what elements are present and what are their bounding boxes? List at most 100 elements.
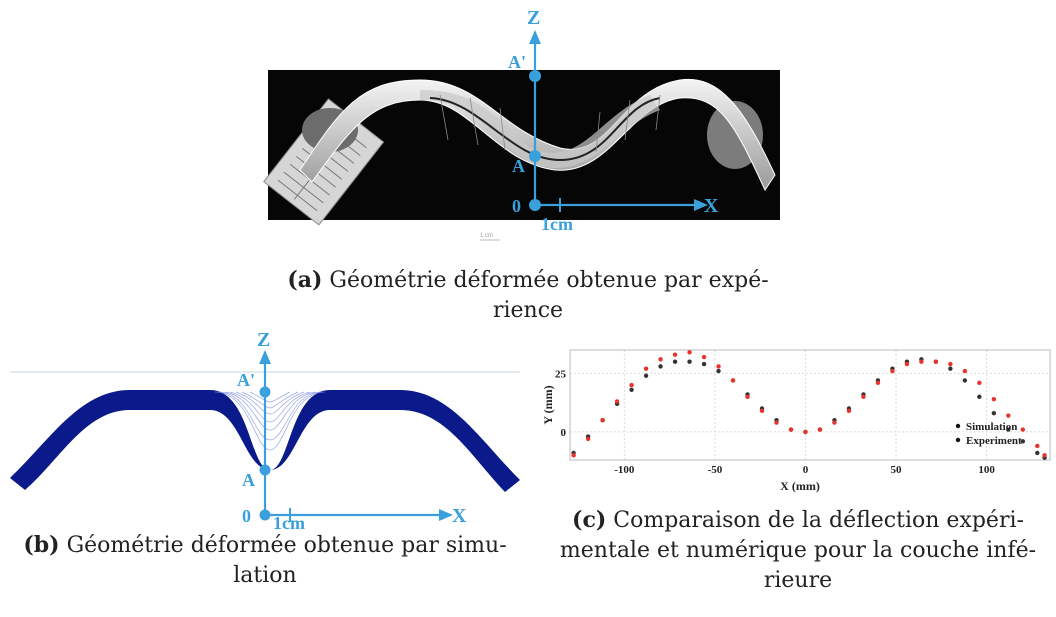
point-a-marker (529, 150, 541, 162)
x-label-b: X (452, 505, 467, 527)
figure-b-simulation: Z X A' A 0 1cm (10, 329, 520, 533)
legend-label: Experiment (966, 435, 1022, 447)
legend-label: Simulation (966, 421, 1017, 433)
data-point (977, 380, 982, 385)
data-point (701, 354, 707, 360)
data-point (730, 378, 736, 383)
legend-marker (955, 437, 961, 443)
y-tick-label: 0 (561, 427, 567, 439)
x-arrow-a (694, 199, 708, 211)
data-point (919, 359, 924, 364)
data-point (658, 357, 663, 362)
data-point (933, 359, 939, 364)
data-point (672, 359, 678, 364)
data-point (1035, 450, 1040, 456)
data-point (1020, 439, 1026, 444)
data-point (1035, 443, 1040, 449)
legend-marker (955, 423, 961, 429)
data-point (774, 420, 779, 425)
origin-label: 0 (512, 196, 521, 216)
caption-c-tag: (c) (572, 507, 607, 533)
data-point (846, 408, 852, 414)
caption-c-line1: Comparaison de la déflection expéri- (613, 508, 1024, 533)
data-point (716, 368, 721, 374)
plot-frame (569, 349, 1051, 461)
point-a-label-b: A (242, 470, 255, 490)
data-point (875, 380, 881, 385)
caption-c: (c) Comparaison de la déflection expéri-… (540, 505, 1056, 596)
point-a-label: A (512, 156, 525, 176)
x-label-a: X (704, 195, 719, 217)
shell-band (299, 78, 776, 192)
data-point (977, 394, 982, 400)
caption-b: (b) Géométrie déformée obtenue par simu-… (0, 530, 530, 591)
data-point (948, 366, 953, 371)
data-point (643, 366, 649, 371)
data-point (672, 352, 678, 357)
x-tick-label: 100 (978, 464, 995, 476)
data-point (1006, 427, 1011, 432)
data-point (571, 453, 576, 458)
contour-lines (214, 391, 326, 451)
caption-b-line1: Géométrie déformée obtenue par simu- (66, 533, 507, 558)
origin-marker (529, 199, 541, 211)
centerline (429, 97, 661, 162)
chart-grid (570, 350, 1050, 460)
data-point (817, 427, 823, 432)
data-point (614, 399, 620, 404)
y-axis-label: Y (mm) (541, 385, 555, 424)
figure-b: Z X A' A 0 1cm (b) Géométrie déformée ob… (0, 329, 530, 617)
data-point (890, 368, 895, 374)
data-point (658, 364, 663, 369)
figure-a: Z X A' A 0 1cm 1 cm (a) Géométrie déform… (263, 7, 780, 323)
data-point (1042, 453, 1047, 458)
data-point (991, 396, 997, 402)
caption-b-tag: (b) (23, 532, 60, 558)
scale-label-a: 1cm (541, 214, 573, 234)
point-a-prime-label-b: A' (237, 370, 255, 390)
x-tick-label: 0 (803, 464, 809, 476)
point-a-marker-b (259, 464, 271, 476)
point-a-prime-label: A' (508, 52, 526, 72)
caption-c-line3: rieure (763, 568, 833, 593)
x-arrow-b (439, 509, 453, 521)
data-point (1006, 413, 1011, 418)
z-arrow-b (259, 350, 271, 364)
caption-b-line2: lation (233, 563, 297, 588)
data-point (585, 436, 591, 442)
scale-small-label: 1 cm (480, 233, 493, 239)
caption-c-line2: mentale et numérique pour la couche infé… (559, 538, 1037, 563)
data-point (600, 418, 605, 423)
caption-a-line2: rience (492, 298, 564, 323)
z-label-a: Z (527, 7, 540, 29)
data-point (687, 359, 692, 364)
data-point (701, 361, 707, 367)
y-tick-label: 25 (555, 368, 567, 380)
data-point (803, 429, 808, 435)
origin-label-b: 0 (242, 506, 251, 526)
point-a-prime-marker (529, 70, 541, 82)
point-a-prime-marker-b (259, 386, 271, 398)
data-point (1020, 427, 1026, 432)
data-point (745, 394, 750, 400)
data-point (788, 427, 794, 432)
z-label-b: Z (257, 330, 270, 351)
data-point (759, 408, 765, 414)
x-tick-label: 50 (891, 464, 903, 476)
x-tick-label: -100 (614, 464, 635, 476)
data-point (629, 382, 634, 388)
figure-a-photo: Z X A' A 0 1cm 1 cm (263, 7, 780, 241)
series-experiment (571, 350, 1047, 458)
scale-label-b: 1cm (273, 513, 305, 530)
z-arrow-a (529, 30, 541, 44)
origin-marker-b (259, 509, 271, 521)
chart-series (571, 350, 1047, 460)
data-point (629, 387, 634, 392)
data-point (716, 364, 721, 369)
caption-a: (a) Géométrie déformée obtenue par expé-… (260, 265, 796, 326)
data-point (962, 368, 968, 374)
